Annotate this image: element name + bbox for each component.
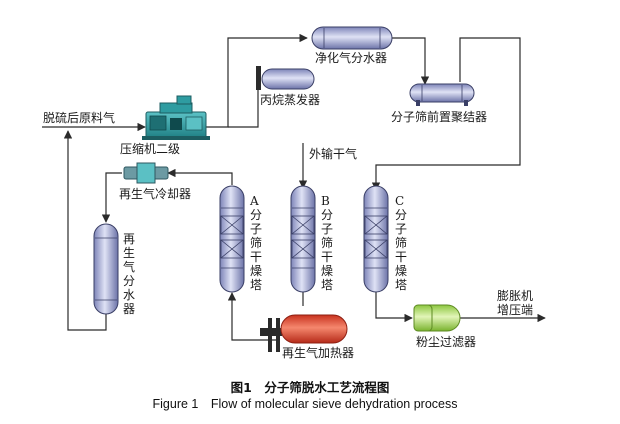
svg-text:子: 子 [321,222,333,236]
separator-to-coalescer-pipe [392,37,430,85]
svg-text:分: 分 [321,208,333,222]
svg-text:塔: 塔 [250,278,262,292]
purified-separator-label: 净化气分水器 [315,50,387,65]
svg-text:B: B [321,194,330,208]
svg-text:子: 子 [395,222,407,236]
cooler-to-separator-pipe [101,172,122,223]
export-gas-label: 外输干气 [309,146,357,161]
svg-text:膨胀机: 膨胀机 [497,289,533,303]
svg-text:筛: 筛 [395,235,407,250]
svg-text:水: 水 [123,288,135,302]
regen-cooler-label: 再生气冷却器 [119,186,191,201]
tower-a-label: A 分 子 筛 干 燥 塔 [249,194,262,292]
regen-gas-heater[interactable] [260,314,348,352]
svg-text:器: 器 [123,302,135,316]
coalescer[interactable] [409,83,475,106]
svg-text:干: 干 [395,250,407,264]
separator-return-pipe [63,130,107,331]
svg-text:燥: 燥 [250,264,262,278]
tower-a-to-cooler-pipe [167,168,233,185]
svg-text:分: 分 [250,208,262,222]
tower-b-label: B 分 子 筛 干 燥 塔 [321,194,333,292]
svg-text:燥: 燥 [321,264,333,278]
coalescer-to-tower-c-pipe [371,37,521,191]
tower-c-label: C 分 子 筛 干 燥 塔 [395,194,407,292]
compressor-label: 压缩机二级 [120,141,180,156]
dust-filter[interactable] [413,304,461,332]
expander-label: 膨胀机 增压端 [497,289,533,317]
caption-en: Figure 1 Flow of molecular sieve dehydra… [153,397,458,411]
svg-text:增压端: 增压端 [497,303,533,317]
svg-text:塔: 塔 [395,278,407,292]
regen-gas-cooler[interactable] [123,162,169,184]
svg-text:再: 再 [123,232,135,246]
propane-evaporator[interactable] [256,66,315,90]
dryer-tower-b[interactable] [290,185,316,293]
svg-text:气: 气 [123,259,135,274]
svg-text:子: 子 [250,222,262,236]
propane-branch-pipe [228,88,259,128]
heater-to-tower-a-pipe [227,292,278,341]
dust-filter-label: 粉尘过滤器 [416,335,476,349]
svg-text:干: 干 [321,250,333,264]
svg-text:塔: 塔 [321,278,333,292]
svg-text:筛: 筛 [321,235,333,250]
svg-text:A: A [249,194,259,208]
dryer-tower-a[interactable] [219,185,245,293]
regen-heater-label: 再生气加热器 [282,345,354,360]
svg-text:分: 分 [395,208,407,222]
caption-cn: 图1 分子筛脱水工艺流程图 [231,380,390,395]
svg-text:分: 分 [123,274,135,288]
svg-text:干: 干 [250,250,262,264]
coalescer-label: 分子筛前置聚结器 [391,109,487,124]
propane-evaporator-label: 丙烷蒸发器 [260,92,320,107]
feed-gas-label: 脱硫后原料气 [43,110,115,125]
tower-c-to-filter-pipe [375,290,413,323]
regen-gas-separator[interactable] [93,223,119,315]
compressor[interactable] [142,95,210,140]
compressor-outlet-pipe [205,33,308,128]
svg-text:生: 生 [123,246,135,260]
regen-separator-label: 再 生 气 分 水 器 [123,232,135,316]
svg-text:C: C [395,194,404,208]
dryer-tower-c[interactable] [363,185,389,293]
purified-gas-separator[interactable] [311,26,393,50]
svg-text:燥: 燥 [395,264,407,278]
svg-text:筛: 筛 [250,235,262,250]
